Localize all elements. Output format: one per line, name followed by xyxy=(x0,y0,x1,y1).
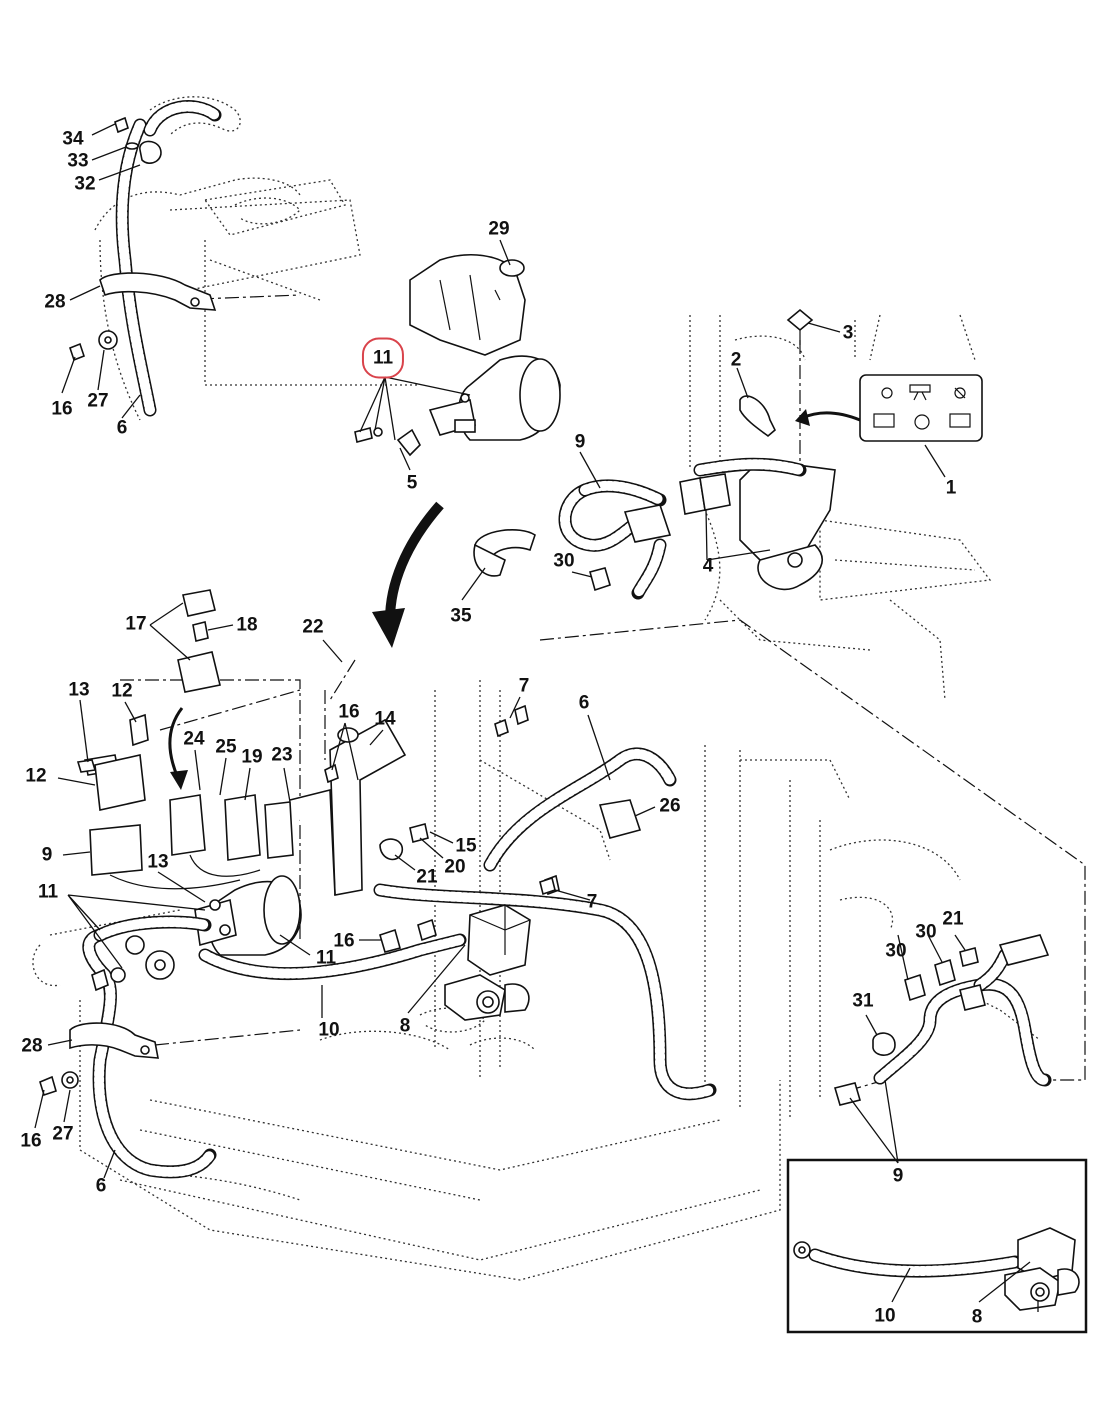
callout-22: 22 xyxy=(302,616,324,638)
callout-6: 6 xyxy=(116,417,128,439)
solenoid-lower xyxy=(194,875,302,956)
callout-11-highlighted: 11 xyxy=(361,337,405,379)
battery-terminal-8 xyxy=(444,904,531,1021)
callout-8: 8 xyxy=(971,1306,983,1328)
callout-21: 21 xyxy=(942,908,964,930)
callout-11: 11 xyxy=(315,947,337,969)
callout-20: 20 xyxy=(444,856,466,878)
callout-12: 12 xyxy=(25,765,47,787)
inset-detail xyxy=(786,1158,1088,1334)
callout-11: 11 xyxy=(37,881,59,903)
callout-35: 35 xyxy=(450,605,472,627)
callout-34: 34 xyxy=(62,128,84,150)
fuse-holder xyxy=(177,589,221,693)
harness-9-lower xyxy=(833,934,1052,1106)
callout-14: 14 xyxy=(374,708,396,730)
callout-15: 15 xyxy=(455,835,477,857)
callout-19: 19 xyxy=(241,746,263,768)
callout-3: 3 xyxy=(842,322,854,344)
harness-9-top xyxy=(473,457,807,600)
leader-lines xyxy=(34,123,1039,1312)
callout-31: 31 xyxy=(852,990,874,1012)
callout-2: 2 xyxy=(730,349,742,371)
callout-13: 13 xyxy=(68,679,90,701)
ghost-battery-box xyxy=(32,909,781,1281)
solenoid-cover xyxy=(409,254,526,356)
solenoid-top xyxy=(354,355,561,457)
callout-25: 25 xyxy=(215,736,237,758)
callout-10: 10 xyxy=(318,1019,340,1041)
callout-23: 23 xyxy=(271,744,293,766)
callout-30: 30 xyxy=(915,921,937,943)
callout-33: 33 xyxy=(67,150,89,172)
callout-7: 7 xyxy=(586,891,598,913)
callout-16: 16 xyxy=(338,701,360,723)
callout-9: 9 xyxy=(892,1165,904,1187)
callout-30: 30 xyxy=(553,550,575,572)
callout-16: 16 xyxy=(333,930,355,952)
warning-plate xyxy=(859,374,983,442)
callout-26: 26 xyxy=(659,795,681,817)
relay-assembly xyxy=(76,713,294,890)
callout-6: 6 xyxy=(578,692,590,714)
callout-13: 13 xyxy=(147,851,169,873)
ghost-chassis-right xyxy=(689,314,992,701)
callout-5: 5 xyxy=(406,472,418,494)
clamp-assembly-lower-left xyxy=(39,718,556,1097)
callout-29: 29 xyxy=(488,218,510,240)
ghost-chassis-top-left xyxy=(94,96,420,421)
callout-9: 9 xyxy=(574,431,586,453)
callout-32: 32 xyxy=(74,173,96,195)
callout-16: 16 xyxy=(51,398,73,420)
callout-4: 4 xyxy=(702,555,714,577)
callout-9: 9 xyxy=(41,844,53,866)
callout-28: 28 xyxy=(21,1035,43,1057)
callout-12: 12 xyxy=(111,680,133,702)
harness-6-mid xyxy=(483,704,677,896)
clamp-assembly-top-left xyxy=(69,100,222,417)
callout-24: 24 xyxy=(183,728,205,750)
assembly-arrow xyxy=(168,409,861,790)
cable-10-lower xyxy=(82,883,717,1179)
section-lines xyxy=(120,294,1086,1091)
callout-17: 17 xyxy=(125,613,147,635)
callout-27: 27 xyxy=(52,1123,74,1145)
callout-8: 8 xyxy=(399,1015,411,1037)
mount-bracket-top-right xyxy=(679,308,836,591)
callout-28: 28 xyxy=(44,291,66,313)
mount-bracket-14 xyxy=(289,718,429,896)
callout-21: 21 xyxy=(416,866,438,888)
callout-10: 10 xyxy=(874,1305,896,1327)
callout-6: 6 xyxy=(95,1175,107,1197)
callout-1: 1 xyxy=(945,477,957,499)
callout-16: 16 xyxy=(20,1130,42,1152)
callout-18: 18 xyxy=(236,614,258,636)
callout-30: 30 xyxy=(885,940,907,962)
callout-27: 27 xyxy=(87,390,109,412)
callout-7: 7 xyxy=(518,675,530,697)
